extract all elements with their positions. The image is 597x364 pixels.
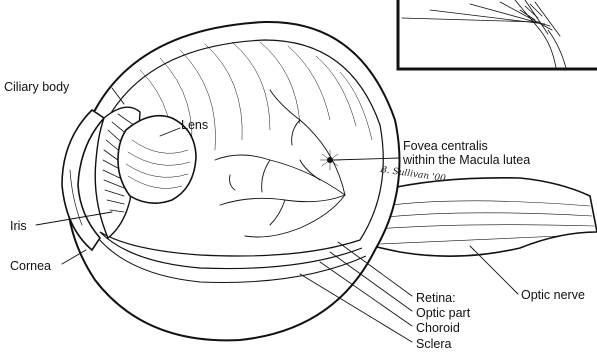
label-sclera: Sclera — [416, 337, 451, 351]
label-fovea-line1: Fovea centralis — [403, 139, 488, 153]
label-fovea-line2: within the Macula lutea — [402, 153, 530, 167]
label-cornea: Cornea — [10, 259, 51, 273]
label-iris: Iris — [10, 219, 27, 233]
label-lens: Lens — [181, 118, 208, 132]
label-ciliary-body: Ciliary body — [4, 80, 70, 94]
label-optic-nerve: Optic nerve — [521, 288, 585, 302]
label-optic-part: Optic part — [416, 306, 471, 320]
label-retina: Retina: — [416, 291, 456, 305]
inset-detail-box — [398, 0, 597, 69]
label-choroid: Choroid — [416, 321, 460, 335]
